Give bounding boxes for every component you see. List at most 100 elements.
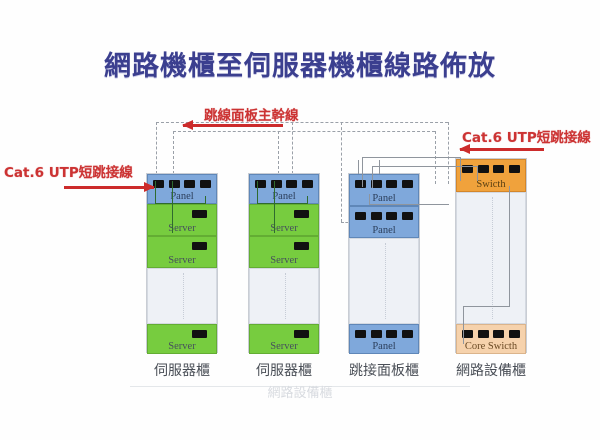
cable-trunk-rack2-riser xyxy=(278,131,279,174)
cable-switch-port-drop-1 xyxy=(460,157,461,181)
rack-port xyxy=(192,210,207,218)
rack-empty-guide xyxy=(492,197,494,319)
cable-trunk-left-drop xyxy=(341,122,342,222)
rack-unit-core-switch: Core Swicth xyxy=(456,324,526,354)
cable-patch-to-switch-1 xyxy=(362,157,460,158)
rack-unit-empty xyxy=(249,268,319,324)
rack-port xyxy=(354,180,366,188)
cable-green-rack1-v1 xyxy=(155,181,156,203)
rack-port xyxy=(477,165,489,173)
rack-unit-caption: Panel xyxy=(170,191,194,202)
rack-unit-server: Server xyxy=(147,204,217,236)
rack-unit-panel: Panel xyxy=(349,174,419,206)
rack-unit-caption: Server xyxy=(168,255,196,266)
rack-port xyxy=(461,165,473,173)
rack-port xyxy=(370,330,382,338)
cable-patch-to-switch-1v xyxy=(362,157,363,187)
rack-empty-guide xyxy=(183,273,185,319)
annotation-trunk-label: 跳線面板主幹線 xyxy=(204,108,299,124)
rack-unit-empty xyxy=(456,192,526,324)
rack-port xyxy=(370,180,382,188)
rack-unit-panel: Panel xyxy=(249,174,319,204)
rack-port xyxy=(286,180,298,188)
rack-port xyxy=(509,330,521,338)
rack-label-rack-network: 網路設備櫃 xyxy=(456,363,526,379)
rack-port xyxy=(294,210,309,218)
rack-unit-caption: Server xyxy=(168,223,196,234)
rack-port xyxy=(354,212,366,220)
cable-panel-top-riser-1 xyxy=(358,160,359,174)
cable-green-rack1-long xyxy=(172,181,173,233)
rack-unit-switch: Swicth xyxy=(456,159,526,192)
rack-unit-server: Server xyxy=(249,236,319,268)
rack-port xyxy=(477,330,489,338)
rack-port xyxy=(302,180,314,188)
cable-trunk-rack1-riser-2 xyxy=(173,131,174,174)
rack-unit-panel: Panel xyxy=(147,174,217,204)
cable-switch-to-core-v2 xyxy=(463,306,464,344)
rack-port xyxy=(493,165,505,173)
cable-green-rack2-v1 xyxy=(257,181,258,203)
cable-trunk-rack1-riser xyxy=(156,122,157,174)
rack-port xyxy=(509,165,521,173)
cable-green-rack2-long xyxy=(274,181,275,233)
rack-unit-server: Server xyxy=(147,324,217,354)
rack-port xyxy=(294,330,309,338)
rack-unit-caption: Server xyxy=(168,341,196,352)
rack-unit-caption: Panel xyxy=(272,191,296,202)
rack-port xyxy=(386,330,398,338)
rack-unit-server: Server xyxy=(249,324,319,354)
rack-unit-panel: Panel xyxy=(349,206,419,238)
rack-unit-caption: Server xyxy=(270,341,298,352)
rack-port xyxy=(270,180,282,188)
cable-trunk-top-main xyxy=(156,122,448,123)
rack-label-rack-server-1: 伺服器櫃 xyxy=(154,363,210,379)
rack-port xyxy=(192,242,207,250)
rack-port xyxy=(386,180,398,188)
cable-switch-to-core-h xyxy=(463,306,510,307)
rack-port xyxy=(152,180,164,188)
rack-port xyxy=(402,330,414,338)
page-title: 網路機櫃至伺服器機櫃線路佈放 xyxy=(104,51,496,82)
rack-port xyxy=(254,180,266,188)
rack-unit-caption: Server xyxy=(270,223,298,234)
annotation-left-patch-label: Cat.6 UTP短跳接線 xyxy=(4,165,133,181)
cable-switch-to-core-v1 xyxy=(509,186,510,306)
cable-green-rack2-v2 xyxy=(307,196,308,204)
annotation-right-patch-label: Cat.6 UTP短跳接線 xyxy=(462,130,591,146)
cable-trunk-rack3-riser xyxy=(448,122,449,184)
rack-unit-caption: Server xyxy=(270,255,298,266)
rack-port xyxy=(461,330,473,338)
cable-green-rack2-h xyxy=(257,203,307,204)
rack-label-rack-server-2: 伺服器櫃 xyxy=(256,363,312,379)
rack-empty-guide xyxy=(385,243,387,319)
cable-panel-interlink-v xyxy=(369,194,370,204)
rack-port xyxy=(354,330,366,338)
rack-unit-caption: Swicth xyxy=(476,179,506,190)
cable-panel-interlink xyxy=(369,204,449,205)
rack-unit-server: Server xyxy=(147,236,217,268)
rack-port xyxy=(402,212,414,220)
cable-green-rack1-v2 xyxy=(205,196,206,204)
cable-switch-port-drop-2 xyxy=(477,166,478,181)
rack-unit-panel: Panel xyxy=(349,324,419,354)
cable-patch-to-switch-2 xyxy=(372,166,477,167)
rack-label-rack-patch-panel: 跳接面板櫃 xyxy=(349,363,419,379)
rack-unit-caption: Panel xyxy=(372,225,396,236)
cable-panel-top-riser-2 xyxy=(379,160,380,174)
rack-unit-empty xyxy=(349,238,419,324)
watermark-text: 網路設備櫃 xyxy=(267,386,333,401)
rack-port xyxy=(192,330,207,338)
cable-trunk-second xyxy=(173,131,435,132)
rack-unit-caption: Core Swicth xyxy=(464,341,518,352)
cable-green-rack1-h xyxy=(155,203,205,204)
rack-unit-caption: Panel xyxy=(372,341,396,352)
rack-unit-caption: Panel xyxy=(372,193,396,204)
rack-unit-server: Server xyxy=(249,204,319,236)
cable-trunk-rack2-riser-2 xyxy=(292,122,293,174)
rack-port xyxy=(200,180,212,188)
cable-patch-to-switch-2v xyxy=(372,166,373,188)
